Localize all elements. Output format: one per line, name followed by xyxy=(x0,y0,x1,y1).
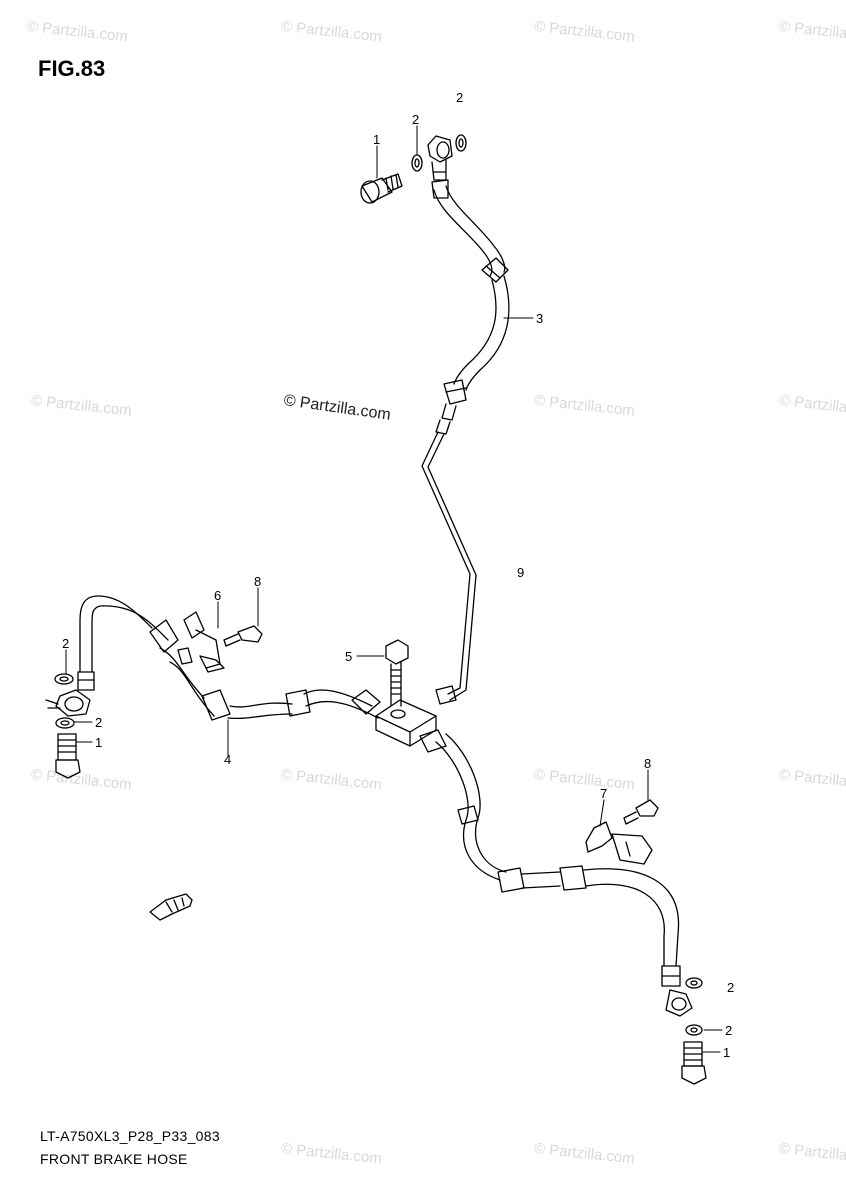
callout-left-washer-b: 2 xyxy=(95,715,103,730)
right-banjo-bolt xyxy=(681,1041,707,1085)
right-bracket xyxy=(585,821,653,865)
right-washers xyxy=(685,977,703,1036)
diagram-caption: FRONT BRAKE HOSE xyxy=(40,1151,188,1167)
callout-left-bolt-1: 1 xyxy=(95,735,103,750)
right-bracket-bolt xyxy=(623,799,659,825)
left-banjo-bolt xyxy=(55,733,81,779)
model-code: LT-A750XL3_P28_P33_083 xyxy=(40,1128,220,1144)
callout-right-bolt: 8 xyxy=(644,756,652,771)
callout-top-washer-b: 2 xyxy=(412,112,420,127)
callout-left-bracket: 6 xyxy=(214,588,222,603)
callout-brake-pipe: 9 xyxy=(517,565,525,580)
callout-right-washer-a: 2 xyxy=(727,980,735,995)
callout-left-hose: 4 xyxy=(224,752,232,767)
right-banjo-fitting xyxy=(665,989,693,1017)
top-banjo-bolt xyxy=(360,173,403,204)
brake-pipe xyxy=(421,431,477,705)
callout-joint-bolt: 5 xyxy=(345,649,353,664)
callout-left-washer-a: 2 xyxy=(62,636,70,651)
forward-arrow-icon xyxy=(149,893,193,921)
callout-left-bolt: 8 xyxy=(254,574,262,589)
callout-right-bracket: 7 xyxy=(600,786,608,801)
top-washer-2 xyxy=(455,134,467,152)
left-banjo-fitting xyxy=(45,689,91,717)
left-hose xyxy=(77,595,381,721)
callout-top-washer: 2 xyxy=(456,90,464,105)
callout-top-bolt: 1 xyxy=(373,132,381,147)
top-washer xyxy=(411,154,423,172)
callout-right-bolt-1: 1 xyxy=(723,1045,731,1060)
left-bracket-bolt xyxy=(223,625,263,647)
upper-hose xyxy=(431,179,510,435)
callout-upper-hose: 3 xyxy=(536,311,544,326)
leader-lines xyxy=(65,125,723,1053)
callout-right-washer-b: 2 xyxy=(725,1023,733,1038)
left-washers xyxy=(54,673,75,729)
top-banjo-fitting xyxy=(427,135,453,181)
figure-title: FIG.83 xyxy=(38,56,106,81)
left-bracket xyxy=(183,611,225,673)
joint-block xyxy=(375,699,437,747)
joint-bolt xyxy=(385,639,409,707)
right-hose xyxy=(419,729,681,987)
